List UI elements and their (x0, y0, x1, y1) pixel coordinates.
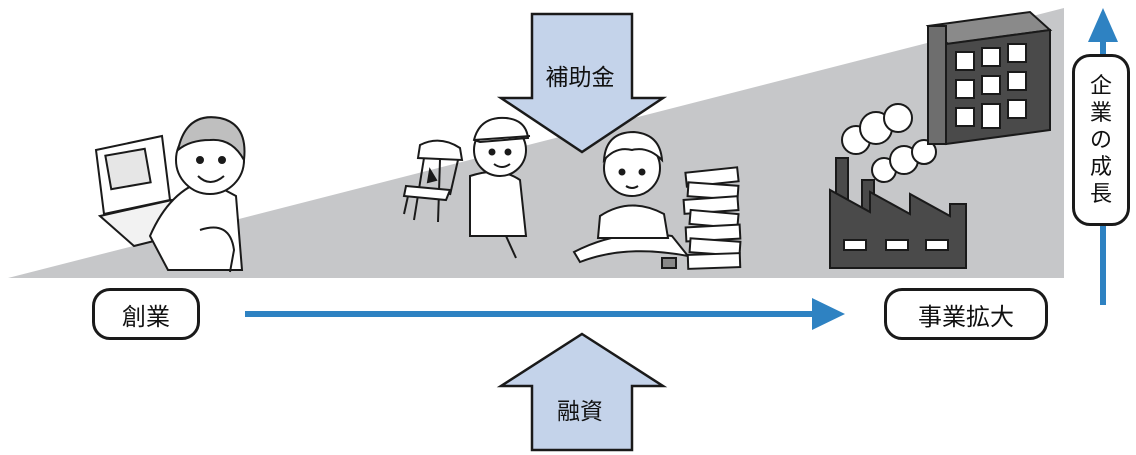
growth-char: 成 (1089, 154, 1112, 180)
growth-char: 業 (1089, 100, 1112, 126)
loan-arrow (496, 332, 668, 452)
loan-label: 融資 (557, 399, 603, 425)
business-expansion-label: 事業拡大 (884, 288, 1048, 340)
subsidy-label: 補助金 (545, 65, 615, 91)
office-building-icon (925, 10, 1053, 146)
growth-char: 企 (1089, 73, 1112, 99)
factory-icon (829, 103, 967, 269)
subsidy-arrow (496, 12, 668, 154)
company-growth-label: 企 業 の 成 長 (1072, 54, 1130, 226)
growth-slope (8, 8, 1064, 278)
student-reading-icon (572, 130, 742, 270)
laptop-worker-icon (94, 116, 246, 273)
horizontal-flow-arrow (245, 298, 845, 330)
growth-char: の (1089, 127, 1112, 153)
startup-label: 創業 (92, 288, 200, 340)
growth-char: 長 (1089, 181, 1112, 207)
business-expansion-text: 事業拡大 (918, 302, 1014, 331)
startup-label-text: 創業 (122, 302, 170, 331)
carpenter-icon (402, 116, 531, 259)
